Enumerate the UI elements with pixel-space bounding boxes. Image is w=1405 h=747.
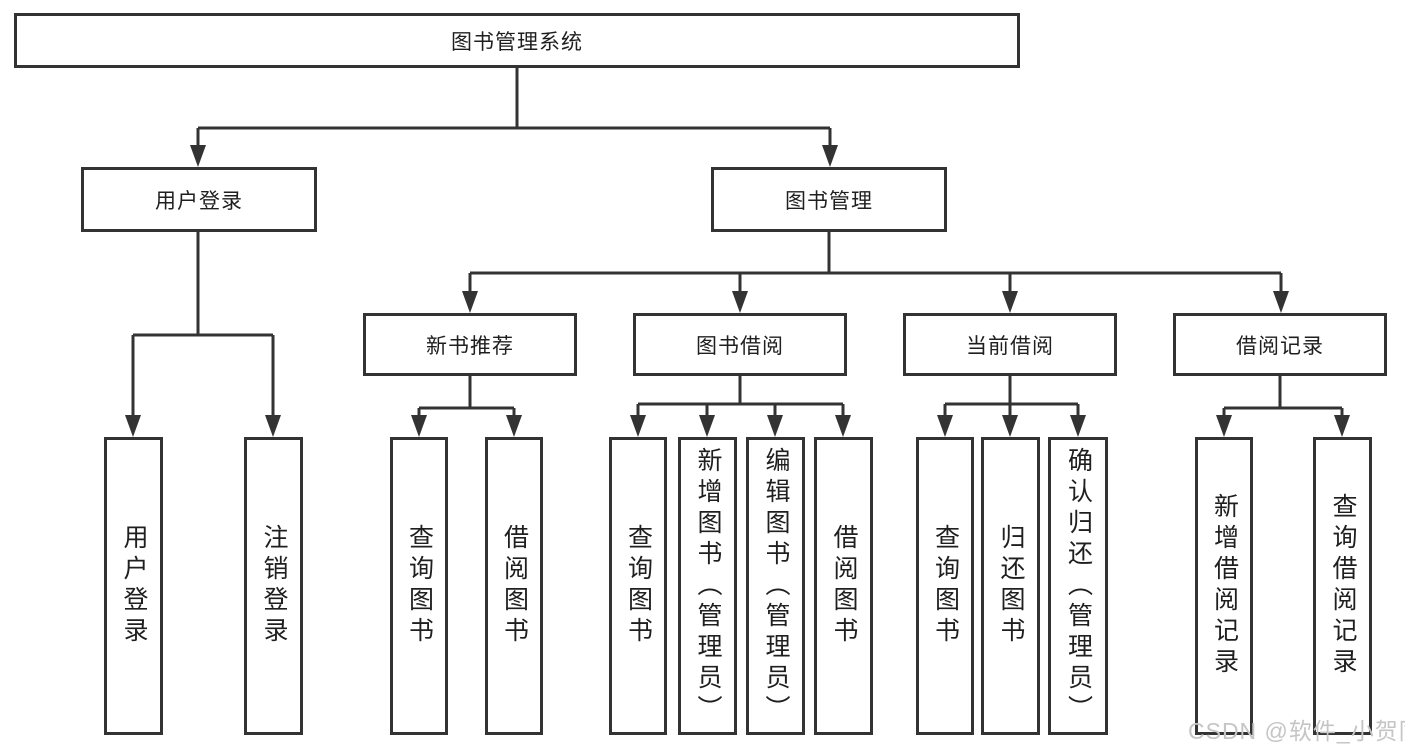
leaf-borrowing-add-books-admin: 新增图书（管理员） [678, 437, 737, 735]
node-label: 确认归还（管理员） [1064, 446, 1093, 726]
node-label: 编辑图书（管理员） [762, 446, 790, 726]
node-user-login: 用户登录 [81, 167, 317, 232]
node-label: 图书借阅 [696, 334, 784, 358]
leaf-borrowing-edit-books-admin: 编辑图书（管理员） [746, 437, 805, 735]
node-label: 查询图书 [405, 524, 434, 648]
leaf-borrowing-query-books: 查询图书 [609, 437, 667, 735]
leaf-borrowing-borrow-books: 借阅图书 [814, 437, 873, 735]
node-label: 借阅记录 [1236, 334, 1324, 358]
leaf-records-add-borrow-record: 新增借阅记录 [1195, 437, 1253, 735]
node-label: 借阅图书 [830, 524, 858, 648]
leaf-recommend-query-books: 查询图书 [390, 437, 448, 735]
node-label: 注销登录 [260, 524, 288, 648]
leaf-user-login: 用户登录 [104, 437, 163, 735]
leaf-logout: 注销登录 [244, 437, 303, 735]
node-label: 新增借阅记录 [1210, 493, 1239, 679]
node-label: 图书管理系统 [451, 30, 583, 54]
node-current-borrowing: 当前借阅 [903, 313, 1117, 376]
leaf-current-query-books: 查询图书 [916, 437, 974, 735]
node-label: 图书管理 [785, 189, 873, 213]
node-label: 用户登录 [155, 189, 243, 213]
leaf-current-return-books: 归还图书 [981, 437, 1040, 735]
node-label: 查询借阅记录 [1329, 493, 1357, 679]
node-label: 当前借阅 [966, 334, 1054, 358]
leaf-recommend-borrow-books: 借阅图书 [485, 437, 543, 735]
node-label: 用户登录 [120, 524, 148, 648]
node-book-management: 图书管理 [711, 167, 947, 232]
leaf-current-confirm-return-admin: 确认归还（管理员） [1048, 437, 1108, 735]
node-label: 新增图书（管理员） [694, 446, 722, 726]
leaf-records-query-borrow-record: 查询借阅记录 [1313, 437, 1372, 735]
node-label: 查询图书 [931, 524, 960, 648]
connector-paths [131, 68, 1344, 418]
node-label: 查询图书 [624, 524, 653, 648]
arrowheads [125, 145, 1350, 437]
node-library-management-system: 图书管理系统 [14, 13, 1020, 68]
node-book-borrowing: 图书借阅 [633, 313, 847, 376]
node-label: 新书推荐 [426, 334, 514, 358]
node-new-book-recommend: 新书推荐 [363, 313, 577, 376]
node-label: 归还图书 [997, 524, 1025, 648]
csdn-watermark: CSDN @软件_小贺同学 [1188, 718, 1405, 744]
node-borrowing-records: 借阅记录 [1173, 313, 1387, 376]
node-label: 借阅图书 [500, 524, 529, 648]
